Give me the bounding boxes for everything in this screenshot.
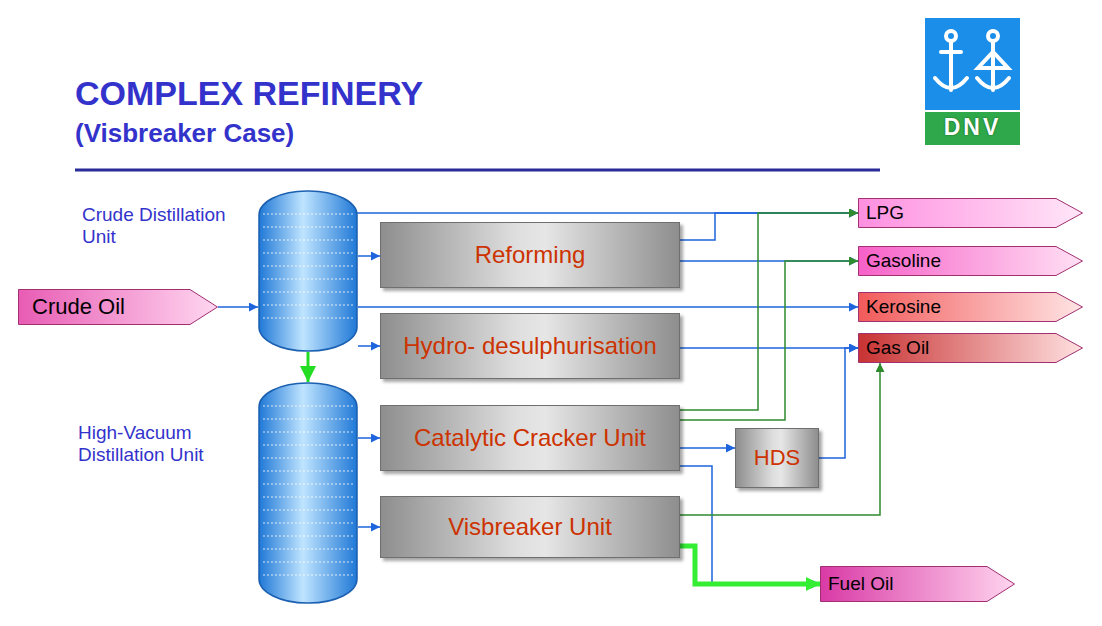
box-label: Hydro- desulphurisation xyxy=(403,333,656,360)
product-arrow: Gas Oil xyxy=(858,333,1083,363)
logo-band xyxy=(925,112,1020,145)
process-box: Catalytic Cracker Unit xyxy=(380,405,680,471)
box-label: Visbreaker Unit xyxy=(448,514,612,541)
arrow-label: Gasoline xyxy=(866,250,941,272)
flow-line xyxy=(358,255,380,257)
title: COMPLEX REFINERY xyxy=(75,74,423,113)
arrow-label: Crude Oil xyxy=(32,294,125,320)
process-box: Visbreaker Unit xyxy=(380,496,680,558)
column-shape xyxy=(258,382,358,604)
product-arrow: Fuel Oil xyxy=(820,566,1015,602)
flow-line xyxy=(819,348,858,458)
distillation-column: High-Vacuum Distillation Unit xyxy=(258,382,358,604)
product-arrow: LPG xyxy=(858,198,1083,228)
column-heading: High-Vacuum Distillation Unit xyxy=(78,422,238,466)
flow-line xyxy=(680,213,858,410)
column-heading: Crude Distillation Unit xyxy=(82,204,242,248)
process-box: HDS xyxy=(735,428,819,488)
flow-line xyxy=(358,437,380,439)
flow-line xyxy=(680,363,880,515)
product-arrow: Gasoline xyxy=(858,246,1083,276)
flow-line xyxy=(680,261,858,420)
flow-line xyxy=(358,345,380,347)
flow-line xyxy=(680,447,735,449)
arrow-label: LPG xyxy=(866,202,904,224)
box-label: HDS xyxy=(754,446,800,471)
arrow-label: Kerosine xyxy=(866,296,941,318)
process-box: Hydro- desulphurisation xyxy=(380,313,680,379)
process-box: Reforming xyxy=(380,222,680,288)
box-label: Catalytic Cracker Unit xyxy=(414,425,646,452)
flow-line xyxy=(358,526,380,528)
title-rule xyxy=(75,169,880,172)
anchor-symbol xyxy=(935,31,1009,90)
distillation-column: Crude Distillation Unit xyxy=(258,190,358,352)
arrow-label: Gas Oil xyxy=(866,337,929,359)
logo-panel xyxy=(925,18,1020,110)
feed-arrow: Crude Oil xyxy=(18,289,218,325)
arrow-label: Fuel Oil xyxy=(828,573,893,595)
flow-line xyxy=(680,347,858,349)
flow-line xyxy=(680,546,820,584)
flow-line xyxy=(307,352,310,382)
box-label: Reforming xyxy=(475,242,586,269)
flow-line xyxy=(358,306,858,308)
subtitle: (Visbreaker Case) xyxy=(75,118,294,149)
product-arrow: Kerosine xyxy=(858,292,1083,322)
flow-line xyxy=(218,306,258,308)
logo-text: DNV xyxy=(925,114,1020,141)
flow-line xyxy=(680,213,858,240)
column-shape xyxy=(258,190,358,352)
